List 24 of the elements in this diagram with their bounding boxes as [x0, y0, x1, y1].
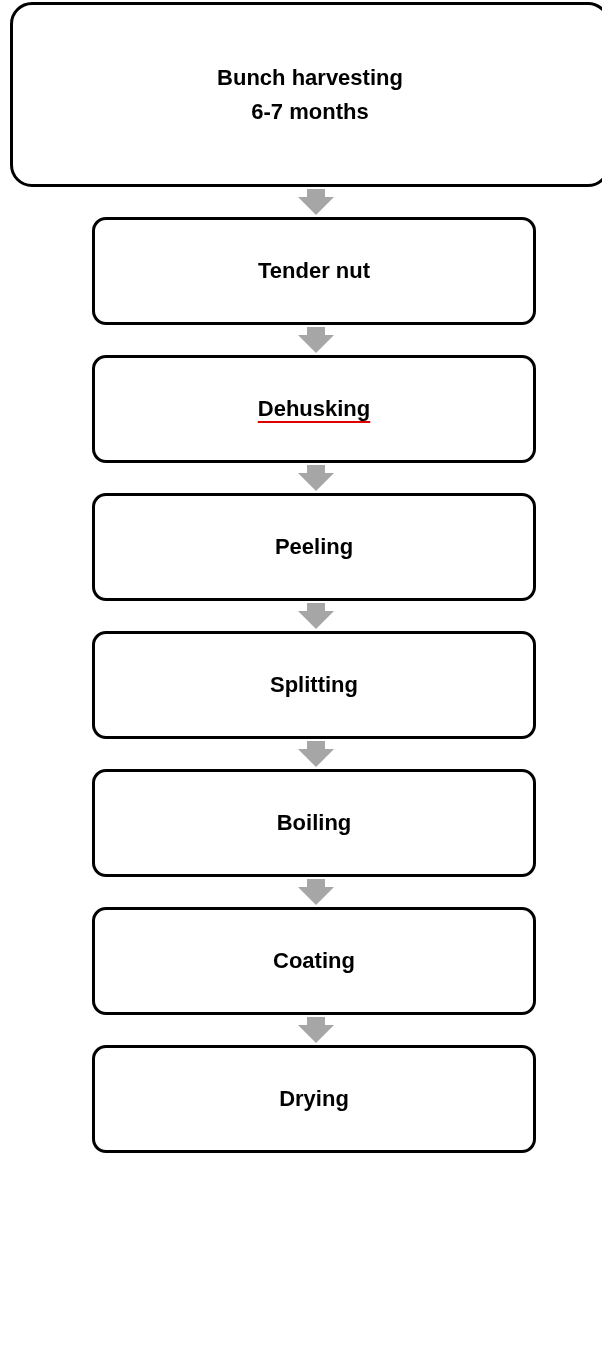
step-label: Tender nut: [258, 258, 370, 284]
process-box: [92, 769, 536, 877]
arrow: [298, 1017, 334, 1043]
arrow: [298, 741, 334, 767]
arrow: [298, 189, 334, 215]
step-label: Dehusking: [257, 396, 371, 422]
step-label: 6-7 months: [251, 98, 369, 125]
process-box: [92, 493, 536, 601]
step-label: Peeling: [274, 534, 354, 560]
process-box: [92, 907, 536, 1015]
step-label: Splitting: [270, 672, 358, 698]
step-label: Boiling: [276, 810, 352, 836]
arrow: [298, 327, 334, 353]
step-label: Bunch harvesting: [217, 64, 403, 91]
process-box: [92, 355, 536, 463]
arrow: [298, 603, 334, 629]
process-box: [92, 1045, 536, 1153]
arrow: [298, 879, 334, 905]
step-label: Drying: [279, 1086, 349, 1112]
process-box: [92, 217, 536, 325]
process-box: [92, 631, 536, 739]
step-label: Coating: [273, 948, 355, 974]
arrow: [298, 465, 334, 491]
process-box: [10, 2, 602, 187]
